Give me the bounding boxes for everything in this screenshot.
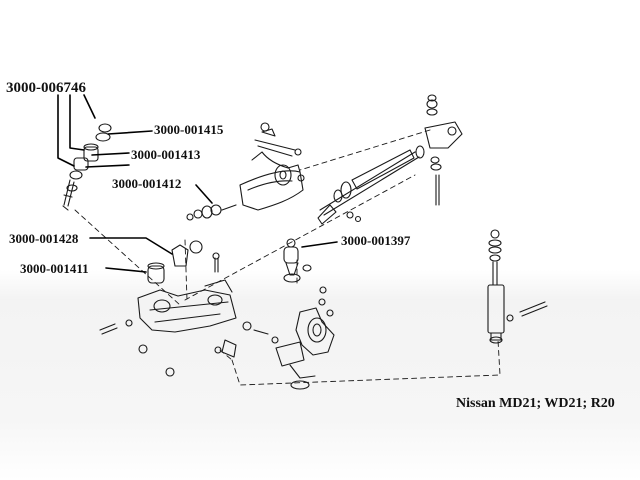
leader-lines xyxy=(57,94,338,273)
callout-3000-001413: 3000-001413 xyxy=(131,147,201,162)
steering-knuckle xyxy=(275,298,335,390)
lower-control-arm xyxy=(137,279,269,358)
callout-3000-001428: 3000-001428 xyxy=(9,231,79,246)
vehicle-models-caption: Nissan MD21; WD21; R20 xyxy=(456,396,615,411)
shock-absorber xyxy=(487,229,548,344)
ball-joint xyxy=(283,238,312,283)
bushing-stack xyxy=(62,123,112,211)
callout-3000-001411: 3000-001411 xyxy=(20,261,89,276)
top-mount-bracket xyxy=(424,94,463,206)
bushings-lower xyxy=(99,240,327,377)
callout-3000-001397: 3000-001397 xyxy=(341,233,411,248)
callout-3000-001412: 3000-001412 xyxy=(112,176,181,191)
callout-3000-001415: 3000-001415 xyxy=(154,122,224,137)
upper-control-arm xyxy=(239,128,304,211)
callout-3000-006746: 3000-006746 xyxy=(6,80,86,96)
tension-rod xyxy=(317,145,425,225)
